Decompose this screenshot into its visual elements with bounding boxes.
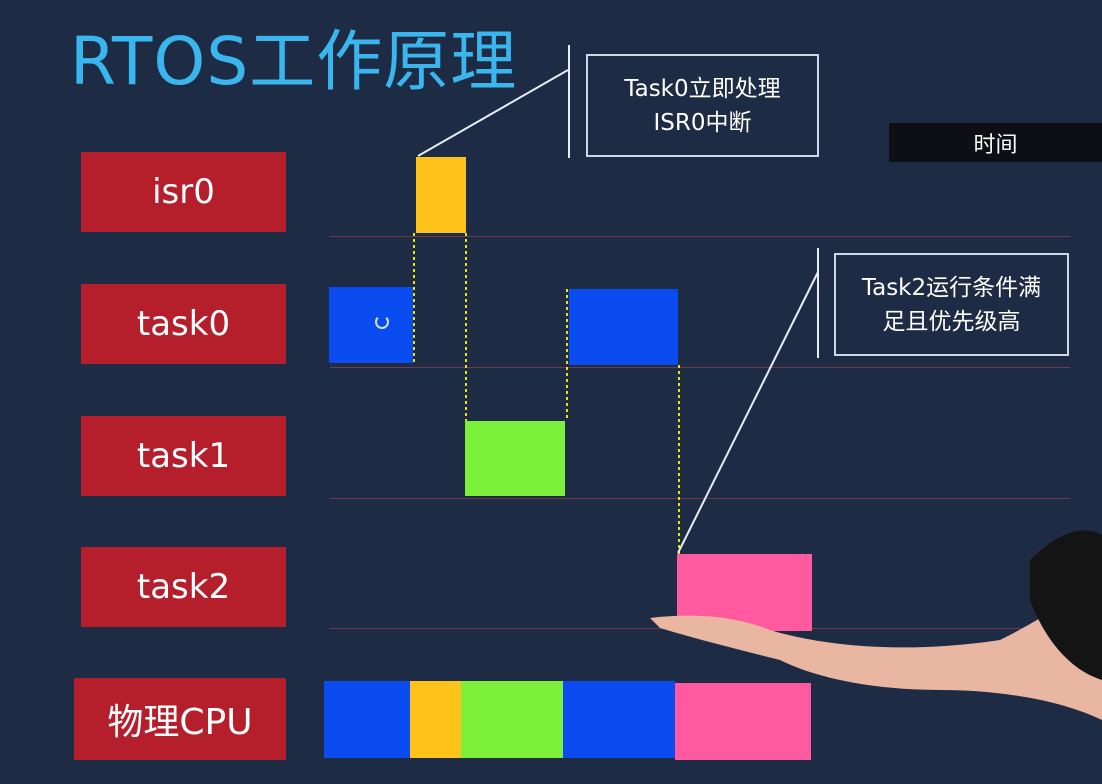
callout-task2-text: Task2运行条件满 足且优先级高 bbox=[861, 274, 1042, 335]
row-gridline bbox=[330, 498, 1070, 499]
row-label-task0: task0 bbox=[81, 284, 286, 364]
cursor-icon bbox=[375, 315, 389, 329]
row-label-task2: task2 bbox=[81, 547, 286, 627]
page-title: RTOS工作原理 bbox=[70, 23, 518, 100]
callout-isr: Task0立即处理 ISR0中断 bbox=[586, 54, 819, 157]
callout-pointer-isr bbox=[417, 69, 569, 157]
task0-block-1 bbox=[329, 287, 413, 363]
task1-block bbox=[465, 421, 565, 496]
callout-pointer-task2 bbox=[677, 271, 819, 554]
callout-isr-text: Task0立即处理 ISR0中断 bbox=[624, 75, 781, 136]
cpu-segment-task2 bbox=[675, 683, 811, 760]
callout-task2: Task2运行条件满 足且优先级高 bbox=[834, 253, 1069, 356]
row-label-isr0: isr0 bbox=[81, 152, 286, 232]
row-gridline bbox=[330, 236, 1070, 237]
cpu-segment-task0 bbox=[563, 681, 675, 758]
row-label-task1: task1 bbox=[81, 416, 286, 496]
isr0-block bbox=[416, 157, 466, 233]
row-gridline bbox=[330, 367, 1070, 368]
time-label: 时间 bbox=[889, 123, 1102, 162]
task0-block-2 bbox=[569, 289, 678, 365]
cpu-segment-task1 bbox=[461, 681, 563, 758]
cpu-segment-isr0 bbox=[410, 681, 461, 758]
cpu-segment-task0 bbox=[324, 681, 410, 758]
row-label-cpu: 物理CPU bbox=[74, 678, 286, 760]
